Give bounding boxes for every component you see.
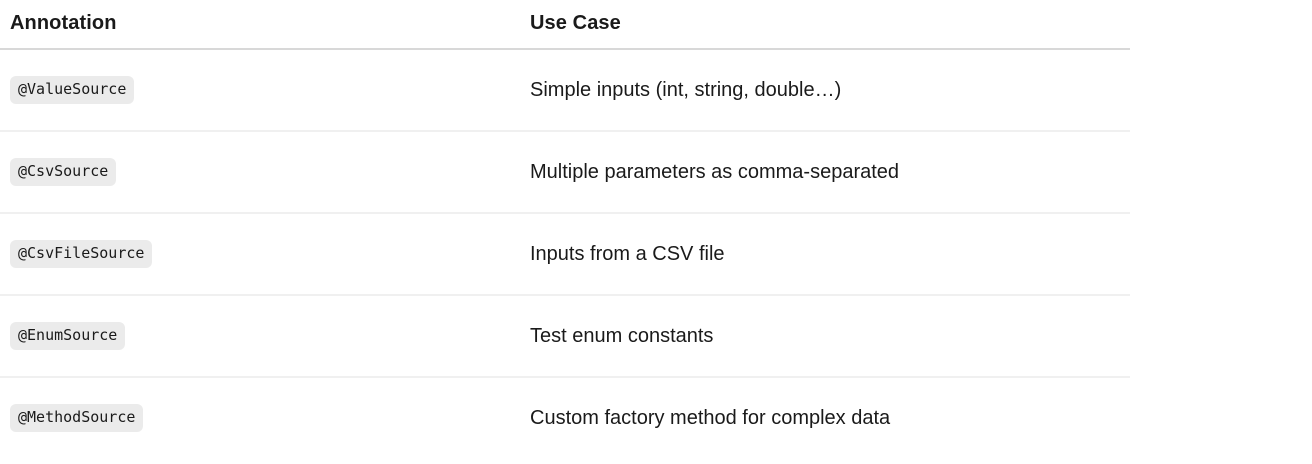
annotation-code-chip: @ValueSource [10,76,135,104]
cell-annotation: @MethodSource [0,377,520,458]
cell-use-case: Inputs from a CSV file [520,213,1130,296]
annotation-table-container: Annotation Use Case @ValueSource Simple … [0,0,1130,458]
annotation-code-chip: @CsvSource [10,158,117,186]
cell-annotation: @CsvFileSource [0,213,520,296]
cell-annotation: @EnumSource [0,295,520,378]
cell-use-case: Test enum constants [520,295,1130,378]
table-row: @CsvSource Multiple parameters as comma-… [0,131,1130,214]
table-row: @EnumSource Test enum constants [0,295,1130,378]
annotation-code-chip: @MethodSource [10,404,144,432]
table-body: @ValueSource Simple inputs (int, string,… [0,49,1130,458]
column-header-use-case: Use Case [520,0,1130,50]
table-row: @CsvFileSource Inputs from a CSV file [0,213,1130,296]
annotation-code-chip: @CsvFileSource [10,240,153,268]
use-case-text: Multiple parameters as comma-separated [530,161,900,183]
cell-use-case: Custom factory method for complex data [520,377,1130,458]
table-row: @MethodSource Custom factory method for … [0,377,1130,458]
cell-annotation: @ValueSource [0,49,520,132]
column-header-annotation: Annotation [0,0,520,50]
use-case-text: Inputs from a CSV file [530,243,725,265]
table-header: Annotation Use Case [0,0,1130,50]
use-case-text: Custom factory method for complex data [530,407,891,429]
use-case-text: Simple inputs (int, string, double…) [530,79,842,101]
cell-use-case: Simple inputs (int, string, double…) [520,49,1130,132]
annotation-use-case-table: Annotation Use Case @ValueSource Simple … [0,0,1130,458]
table-header-row: Annotation Use Case [0,0,1130,50]
cell-annotation: @CsvSource [0,131,520,214]
table-row: @ValueSource Simple inputs (int, string,… [0,49,1130,132]
use-case-text: Test enum constants [530,325,714,347]
annotation-code-chip: @EnumSource [10,322,126,350]
cell-use-case: Multiple parameters as comma-separated [520,131,1130,214]
